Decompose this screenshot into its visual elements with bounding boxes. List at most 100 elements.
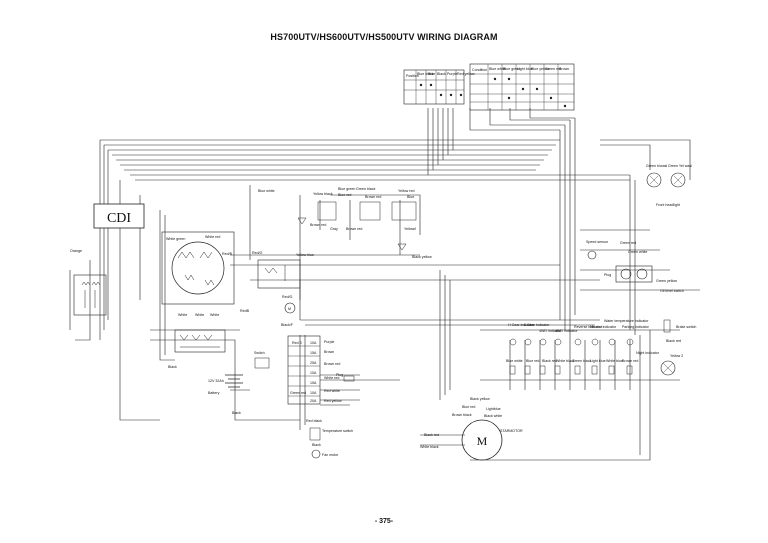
red-g-label-2: Red/G	[282, 295, 293, 299]
battery: 12V 32Ah Battery Black RedB	[208, 309, 250, 415]
white-green-label: White green	[166, 237, 185, 241]
page-number: - 375-	[374, 518, 394, 525]
table1-header-1: Blue black	[417, 72, 434, 76]
black-yellow-label: Black yellow	[412, 255, 432, 259]
ignition-coil: Orange	[70, 249, 107, 316]
battery-label: Battery	[208, 391, 220, 395]
indicator-7: Parking indicator	[622, 325, 650, 329]
indicator-4: Reverse indicator	[574, 325, 603, 329]
relay-block: Red/G Yellow blue M Red/G Black/F	[252, 251, 314, 327]
indicator-lamps: H Gear indicator L Gear indicator 4WD in…	[506, 319, 660, 375]
cdi-label: CDI	[107, 211, 131, 226]
brake-switch-label: Brake switch	[676, 325, 696, 329]
green-y-light-label: Green Yel wasl	[668, 164, 692, 168]
light-switch-table: Condition Blue white Blue green Light bl…	[469, 63, 575, 111]
ind-wire-4: Green black	[572, 359, 592, 363]
yellow-2-label: Yellow 2	[670, 354, 683, 358]
regulator-rectifier: White White White Black	[168, 313, 226, 369]
starmotor-label: STARMOTOR	[500, 429, 523, 433]
table2-header-5: Green red	[545, 67, 561, 71]
red-black-label: Red black	[306, 419, 322, 423]
plug-label: Plug	[336, 373, 343, 377]
blue-red2-label: Blue red	[462, 405, 475, 409]
blue-white-label: Blue white	[258, 189, 275, 193]
green-red2-label: Green red	[620, 241, 636, 245]
white-red2-label: White red	[324, 376, 339, 380]
ignition-switch-table: Position Blue black Blue Black Purple Re…	[403, 69, 475, 105]
plug2-label: Plug	[604, 273, 611, 277]
table2-header-6: Brown	[559, 67, 569, 71]
speed-sensor-area: Speed sensor Green red Green white Plug …	[586, 240, 684, 293]
fuse-4: 10A	[310, 371, 317, 375]
starter-motor-m: M	[477, 434, 488, 448]
white-label-1: White	[178, 313, 187, 317]
temp-switch-label: Temperature switch	[322, 429, 353, 433]
table2-header-0: Condition	[472, 68, 487, 72]
indicator-6: Water temperature indicator	[604, 319, 649, 323]
orange-label: Orange	[70, 249, 82, 253]
oil-switch-label: Oil level switch	[660, 289, 684, 293]
table1-header-3: Black	[437, 72, 446, 76]
green-yellow-label: Green yellow	[656, 279, 677, 283]
brown-red2-label: Brown red	[324, 362, 340, 366]
table1-header-0: Position	[406, 74, 419, 78]
ind-wire-3: White black	[556, 359, 575, 363]
speed-sensor-label: Speed sensor	[586, 240, 609, 244]
black-white-label: Black white	[484, 414, 502, 418]
harness-labels: Blue white Yellow black Blue green Blue …	[258, 187, 432, 259]
light-blue-label: Lightblue	[486, 407, 501, 411]
green-red-label: Green red	[290, 391, 306, 395]
black-yellow2-label: Black yellow	[470, 397, 490, 401]
brown-label: Brown	[324, 350, 334, 354]
brown-black-label: Brown black	[452, 413, 472, 417]
front-headlight-label: Front headlight	[656, 203, 680, 207]
red-white-label: Red white	[324, 389, 340, 393]
indicator-5: Neutral indicator	[590, 325, 617, 329]
fuse-6: 10A	[310, 391, 317, 395]
brown-red-label: Brown red	[365, 195, 381, 199]
black-label-fan: Black	[312, 443, 321, 447]
black-label-bat: Black	[232, 411, 241, 415]
fan-motor: Red black Temperature switch Black Fan m…	[306, 419, 353, 459]
yellow-blue-label: Yellow blue	[296, 253, 314, 257]
fuse-2: 15A	[310, 351, 317, 355]
yellow-black-label: Yellow black	[313, 192, 333, 196]
switch-label: Switch	[254, 351, 265, 355]
ind-wire-2: Black red	[542, 359, 557, 363]
fuse-3: 25A	[310, 361, 317, 365]
fuse-1: 10A	[310, 341, 317, 345]
starter-motor: M STARMOTOR Black red White black Black …	[420, 397, 523, 461]
table2-header-4: Blue yellow	[531, 67, 550, 71]
red-b-label: Red/B	[222, 252, 233, 256]
brake-switch-area: Brake switch Black red Yellow 2	[660, 319, 696, 376]
cdi-unit: CDI	[93, 203, 145, 229]
black-red-label: Black red	[424, 433, 439, 437]
fuse-5: 15A	[310, 381, 317, 385]
white-label-3: White	[210, 313, 219, 317]
yellow-red-label: Yellow red	[398, 189, 414, 193]
blue-green-label: Blue green	[338, 187, 355, 191]
blue-label: Blue	[407, 195, 414, 199]
ind-wire-5: Light blue	[590, 359, 606, 363]
red-3-label: Red 3	[292, 341, 302, 345]
small-motor-m: M	[288, 307, 291, 311]
purple-label: Purple	[324, 340, 334, 344]
headlights: Green b/wasl Green Yel wasl Front headli…	[646, 164, 692, 207]
yellow-l-label: Yellow/l	[404, 227, 416, 231]
main-switch: Switch	[254, 351, 270, 369]
indicator-2: 4WD indicator	[539, 329, 562, 333]
white-red-label: White red	[205, 235, 220, 239]
green-black-label: Green black	[356, 187, 376, 191]
black-f-label: Black/F	[281, 323, 294, 327]
table1-header-4: Purple	[447, 72, 457, 76]
magneto-stator: White green White red Red/B	[161, 231, 235, 305]
ind-wire-0: Blue white	[506, 359, 523, 363]
gray-label: Gray	[330, 227, 338, 231]
brown-red-label-2: Brown red	[346, 227, 362, 231]
green-white-label: Green white	[628, 250, 647, 254]
battery-voltage: 12V 32Ah	[208, 379, 224, 383]
ind-wire-1: Blue red	[526, 359, 539, 363]
white-label-2: White	[195, 313, 204, 317]
brown-red-label-3: Brown red	[310, 223, 326, 227]
